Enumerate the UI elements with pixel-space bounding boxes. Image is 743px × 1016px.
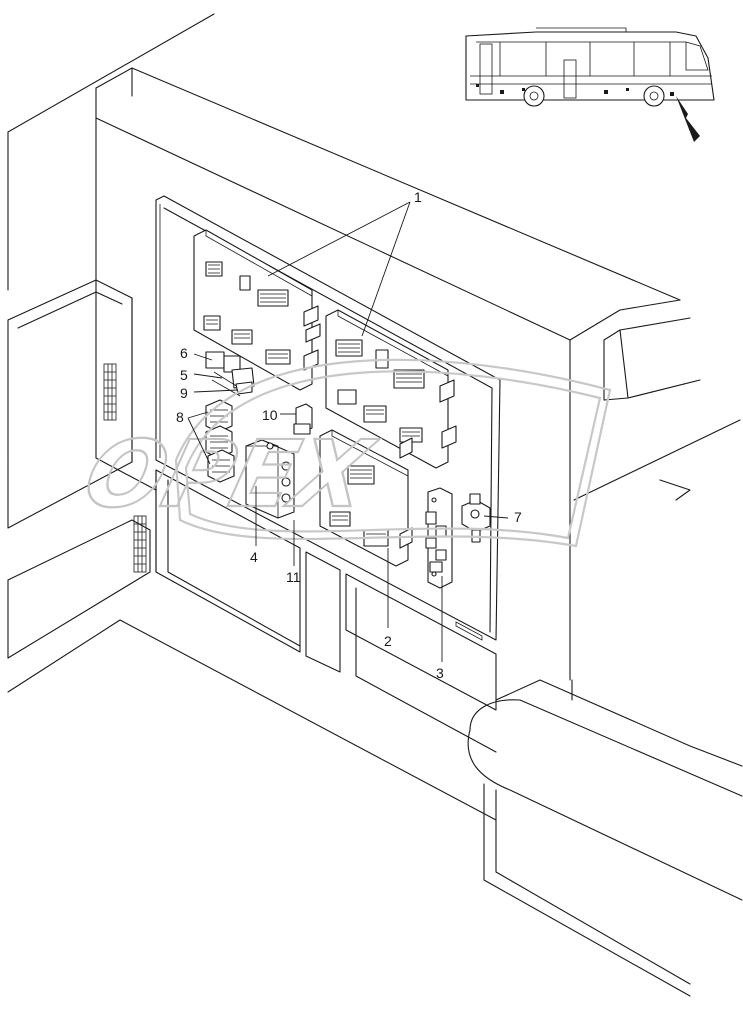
bus-wheel-front bbox=[523, 85, 545, 107]
control-module-upper-left bbox=[193, 229, 319, 391]
callout-5: 5 bbox=[180, 367, 188, 383]
callout-11: 11 bbox=[286, 569, 301, 585]
callout-7: 7 bbox=[514, 509, 522, 525]
relay-box bbox=[245, 439, 295, 519]
watermark: OPEX bbox=[73, 358, 612, 548]
connectors bbox=[205, 399, 235, 483]
valve-fitting bbox=[461, 493, 491, 543]
callout-2: 2 bbox=[384, 633, 392, 649]
callout-10: 10 bbox=[262, 407, 278, 423]
bus-wheel-rear bbox=[643, 85, 665, 107]
callout-8: 8 bbox=[176, 409, 184, 425]
leader-lines bbox=[187, 201, 509, 662]
location-arrow bbox=[676, 96, 700, 142]
callout-6: 6 bbox=[180, 345, 188, 361]
relay-rail bbox=[425, 487, 453, 589]
vent-grille-lower bbox=[133, 515, 147, 573]
cabinet-structure bbox=[7, 13, 743, 997]
callout-3: 3 bbox=[436, 665, 444, 681]
watermark-text: OPEX bbox=[74, 421, 384, 528]
callout-9: 9 bbox=[180, 385, 188, 401]
callout-1: 1 bbox=[414, 189, 422, 205]
vent-grille-upper bbox=[103, 363, 117, 421]
callout-labels: 1 2 3 4 5 6 7 8 9 10 11 bbox=[176, 189, 522, 681]
control-module-upper-right bbox=[305, 309, 457, 469]
bus-locator bbox=[465, 27, 715, 142]
small-relay bbox=[293, 403, 313, 435]
callout-4: 4 bbox=[250, 549, 258, 565]
relay-cluster bbox=[205, 351, 255, 397]
